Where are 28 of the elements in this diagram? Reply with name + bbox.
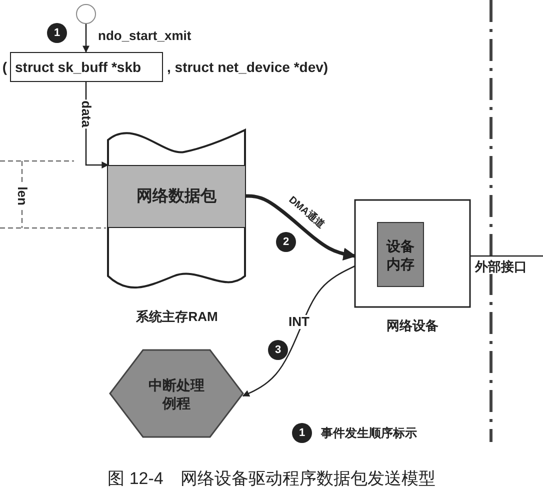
- device-box: [355, 200, 470, 335]
- node-label: 中断处理例程: [148, 376, 206, 412]
- edge-label: data: [79, 100, 93, 128]
- thick-arrow: [245, 194, 356, 261]
- legend-text: 事件发生顺序标示: [321, 425, 417, 442]
- node-heading: 系统主存RAM: [135, 308, 219, 326]
- callout-number: 2: [276, 232, 296, 252]
- callout-number: 1: [47, 23, 67, 43]
- arrow: [82, 24, 90, 53]
- dimension-label: len: [15, 186, 29, 206]
- node-label: 设备内存: [386, 236, 414, 272]
- arrow: [242, 265, 356, 397]
- figure-caption: 图 12-4 网络设备驱动程序数据包发送模型: [106, 468, 436, 490]
- parameter-text: , struct net_device *dev): [167, 59, 328, 75]
- device-memory-box: [377, 222, 424, 287]
- callout-number: 3: [268, 340, 288, 360]
- edge-label: INT: [288, 315, 310, 329]
- edge-label: 外部接口: [474, 260, 528, 274]
- node-heading: 网络设备: [386, 317, 440, 335]
- packet-band: [108, 165, 245, 228]
- interrupt-hexagon: [110, 350, 243, 437]
- callout-number: 1: [292, 423, 312, 443]
- start-circle: [76, 4, 96, 24]
- node-label: 网络数据包: [136, 188, 216, 206]
- parameter-text: (: [2, 59, 7, 75]
- edge-label: ndo_start_xmit: [97, 29, 192, 43]
- connector-line: [470, 255, 543, 257]
- parameter-text: struct sk_buff *skb: [15, 59, 142, 75]
